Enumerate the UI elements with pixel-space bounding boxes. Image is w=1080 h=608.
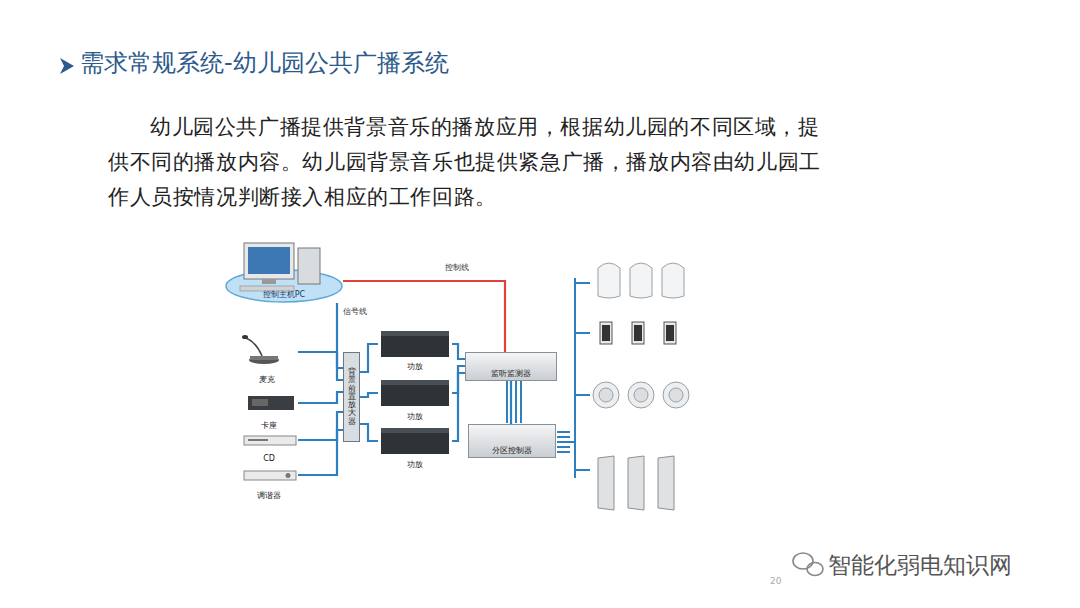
zone-controller: 分区控制器 [468,424,556,458]
node-label: 调谐器 [256,491,282,500]
cd-source: CD [240,434,298,463]
signal-line [298,392,343,403]
description-text: 幼儿园公共广播提供背景音乐的播放应用，根据幼儿园的不同区域，提供不同的播放内容。… [108,110,824,215]
signal-line [298,430,343,475]
preamplifier: 背景前置放大器 [343,352,360,442]
slide-title: 需求常规系统-幼儿园公共广播系统 [80,47,449,79]
cassette-source: 卡座 [240,394,298,430]
tuner [244,471,296,480]
line-label: 信号线 [342,306,368,317]
column-speakers [598,456,674,510]
amplifier-units [381,331,449,454]
signal-line [298,352,343,368]
title-bullet [60,58,74,74]
microphone [242,335,279,364]
line-label: 控制线 [444,262,470,273]
amplifier: 功放 [378,426,452,469]
node-label: 分区控制器 [491,446,533,455]
node-label: 功放 [406,460,424,469]
node-label: 功放 [406,362,424,371]
control-line [343,281,505,352]
signal-line [452,344,465,359]
node-label: 背景前置放大器 [347,368,357,426]
pc-illustration [226,243,342,302]
node-label: CD [262,454,276,463]
ceiling-speakers [593,382,689,408]
pendant-speakers [598,263,684,298]
node-label: 监听监测器 [490,369,532,378]
microphone-source: 麦克 [236,332,298,384]
page-number: 20 [770,576,800,586]
wall-speakers [600,322,676,344]
signal-line [452,373,465,441]
node-label: 卡座 [260,421,278,430]
watermark: 智能化弱电知识网 [828,550,1058,581]
signal-line [360,393,378,397]
tuner-source: 调谐器 [240,469,298,500]
cassette-deck [248,396,294,410]
cd-player [244,436,296,445]
node-label: 控制主机PC [262,290,306,299]
node-label: 功放 [406,412,424,421]
amplifier: 功放 [378,329,452,371]
signal-line [360,424,378,441]
signal-line [510,381,512,424]
signal-line [360,344,378,372]
monitor-unit: 监听监测器 [465,352,557,381]
wechat-icon [793,553,823,576]
amplifier: 功放 [378,378,452,421]
control-host: 控制主机PC [225,240,343,303]
node-label: 麦克 [258,375,276,384]
